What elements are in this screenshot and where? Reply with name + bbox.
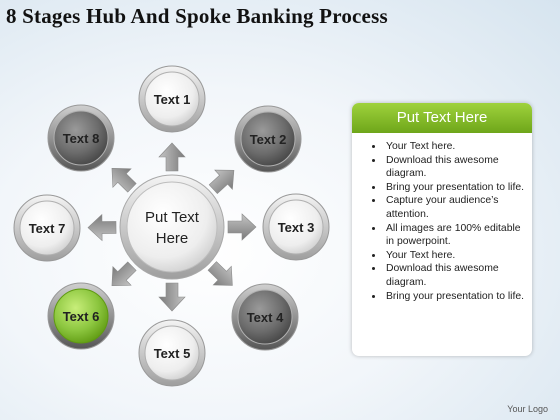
- panel-bullet: Bring your presentation to life.: [384, 181, 526, 195]
- spoke-arrow: [227, 213, 257, 241]
- panel-bullet: All images are 100% editable in powerpoi…: [384, 222, 526, 249]
- stage-node-label: Text 2: [250, 132, 287, 147]
- spoke-arrow: [158, 142, 186, 172]
- stage-node-label: Text 8: [63, 131, 100, 146]
- stage-node-label: Text 5: [154, 346, 191, 361]
- stage-node-label: Text 7: [29, 221, 66, 236]
- stage-node-label: Text 1: [154, 92, 191, 107]
- spoke-arrows: [87, 142, 257, 312]
- spoke-arrow: [208, 169, 235, 195]
- text-panel: Put Text Here Your Text here. Download t…: [352, 103, 532, 356]
- spoke-arrow: [111, 167, 137, 193]
- stage-node-label: Text 3: [278, 220, 315, 235]
- panel-bullet-list: Your Text here. Download this awesome di…: [366, 140, 526, 303]
- panel-header: Put Text Here: [352, 103, 532, 133]
- hub-label-line1: Put Text: [145, 209, 200, 226]
- panel-bullet: Bring your presentation to life.: [384, 290, 526, 304]
- panel-bullet: Your Text here.: [384, 140, 526, 154]
- diagram-title: 8 Stages Hub And Spoke Banking Process: [6, 4, 388, 28]
- logo-text: Your Logo: [507, 404, 548, 414]
- spoke-arrow: [207, 261, 233, 286]
- stage-node-7: Text 7: [13, 194, 81, 262]
- stage-node-1: Text 1: [138, 65, 206, 133]
- spoke-arrow: [87, 213, 117, 242]
- stage-node-5: Text 5: [138, 319, 206, 387]
- stage-node-6: Text 6: [47, 282, 115, 350]
- stage-node-label: Text 4: [247, 310, 284, 325]
- hub-circle: Put Text Here: [119, 174, 225, 280]
- stage-node-4: Text 4: [231, 283, 299, 351]
- stage-node-label: Text 6: [63, 309, 100, 324]
- hub-spoke-diagram: Put Text Here Text 1 Text 2 Text 3 Text 4 Te…: [13, 65, 330, 387]
- panel-bullet: Download this awesome diagram.: [384, 262, 526, 289]
- stage-node-2: Text 2: [234, 105, 302, 173]
- panel-bullet: Capture your audience’s attention.: [384, 194, 526, 221]
- spoke-arrow: [158, 282, 186, 312]
- panel-bullet: Your Text here.: [384, 249, 526, 263]
- stage-node-3: Text 3: [262, 193, 330, 261]
- spoke-arrow: [111, 261, 137, 287]
- panel-bullet: Download this awesome diagram.: [384, 154, 526, 181]
- stage-node-8: Text 8: [47, 104, 115, 172]
- hub-label-line2: Here: [156, 230, 189, 247]
